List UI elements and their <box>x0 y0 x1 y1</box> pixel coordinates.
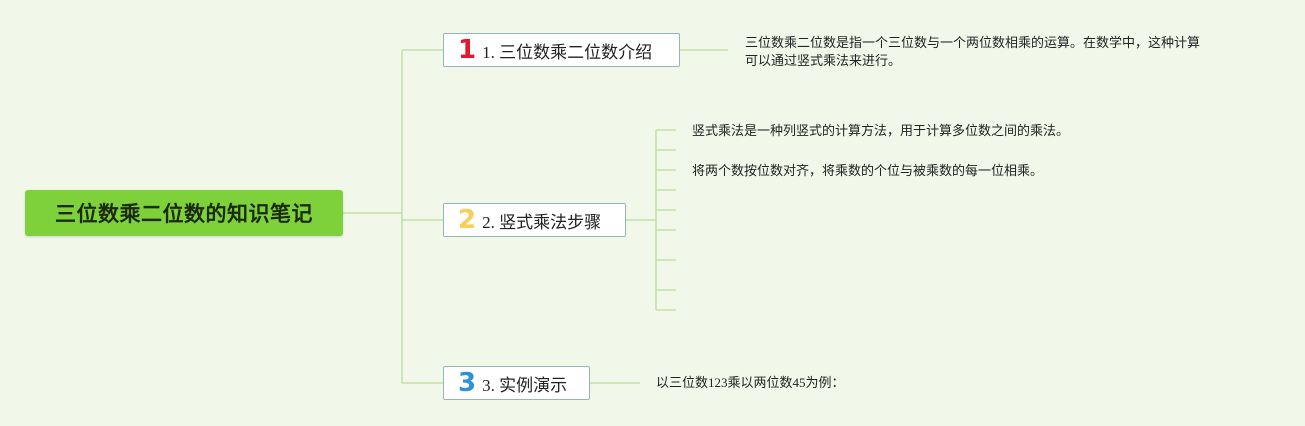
number-two-icon: 2 <box>458 205 477 235</box>
detail-text[interactable]: 竖式乘法是一种列竖式的计算方法，用于计算多位数之间的乘法。 <box>692 123 1070 138</box>
branch-topic-label: 3. 实例演示 <box>482 375 568 395</box>
branch-topic-steps[interactable]: 2 2. 竖式乘法步骤 <box>443 203 626 237</box>
number-three-icon: 3 <box>458 368 477 398</box>
branch-topic-label: 2. 竖式乘法步骤 <box>482 212 602 232</box>
branch-topic-example[interactable]: 3 3. 实例演示 <box>443 366 590 400</box>
root-topic[interactable]: 三位数乘二位数的知识笔记 <box>25 190 343 236</box>
detail-text[interactable]: 三位数乘二位数是指一个三位数与一个两位数相乘的运算。在数学中，这种计算 <box>745 35 1201 50</box>
branch-topic-label: 1. 三位数乘二位数介绍 <box>482 42 653 62</box>
detail-text[interactable]: 可以通过竖式乘法来进行。 <box>745 53 902 68</box>
detail-text[interactable]: 以三位数123乘以两位数45为例： <box>656 375 845 390</box>
number-one-icon: 1 <box>458 35 477 65</box>
branch-topic-intro[interactable]: 1 1. 三位数乘二位数介绍 <box>443 33 680 67</box>
detail-text[interactable]: 将两个数按位数对齐，将乘数的个位与被乘数的每一位相乘。 <box>692 163 1044 178</box>
root-topic-label: 三位数乘二位数的知识笔记 <box>55 202 313 226</box>
